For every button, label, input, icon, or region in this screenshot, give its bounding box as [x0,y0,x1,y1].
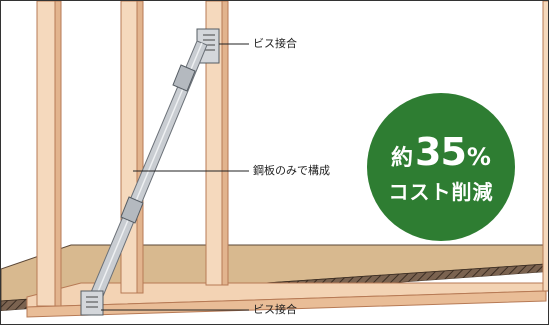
badge-percentage-number: 35 [415,129,467,174]
badge-subtitle: コスト削減 [388,179,494,204]
stud-far-right [542,1,548,292]
callout-steel-plate-only: 鋼板のみで構成 [253,164,330,177]
bottom-connector-plate [80,290,104,316]
badge-headline: 約 35 % [391,130,491,174]
cost-reduction-badge: 約 35 % コスト削減 [367,93,515,241]
stud-center [120,1,144,294]
stud-right [205,1,229,286]
stud-left [36,1,62,307]
badge-prefix: 約 [391,145,414,171]
callout-top-screw-joint: ビス接合 [253,37,297,50]
callout-bottom-screw-joint: ビス接合 [253,303,297,316]
badge-percent-sign: % [466,142,491,171]
